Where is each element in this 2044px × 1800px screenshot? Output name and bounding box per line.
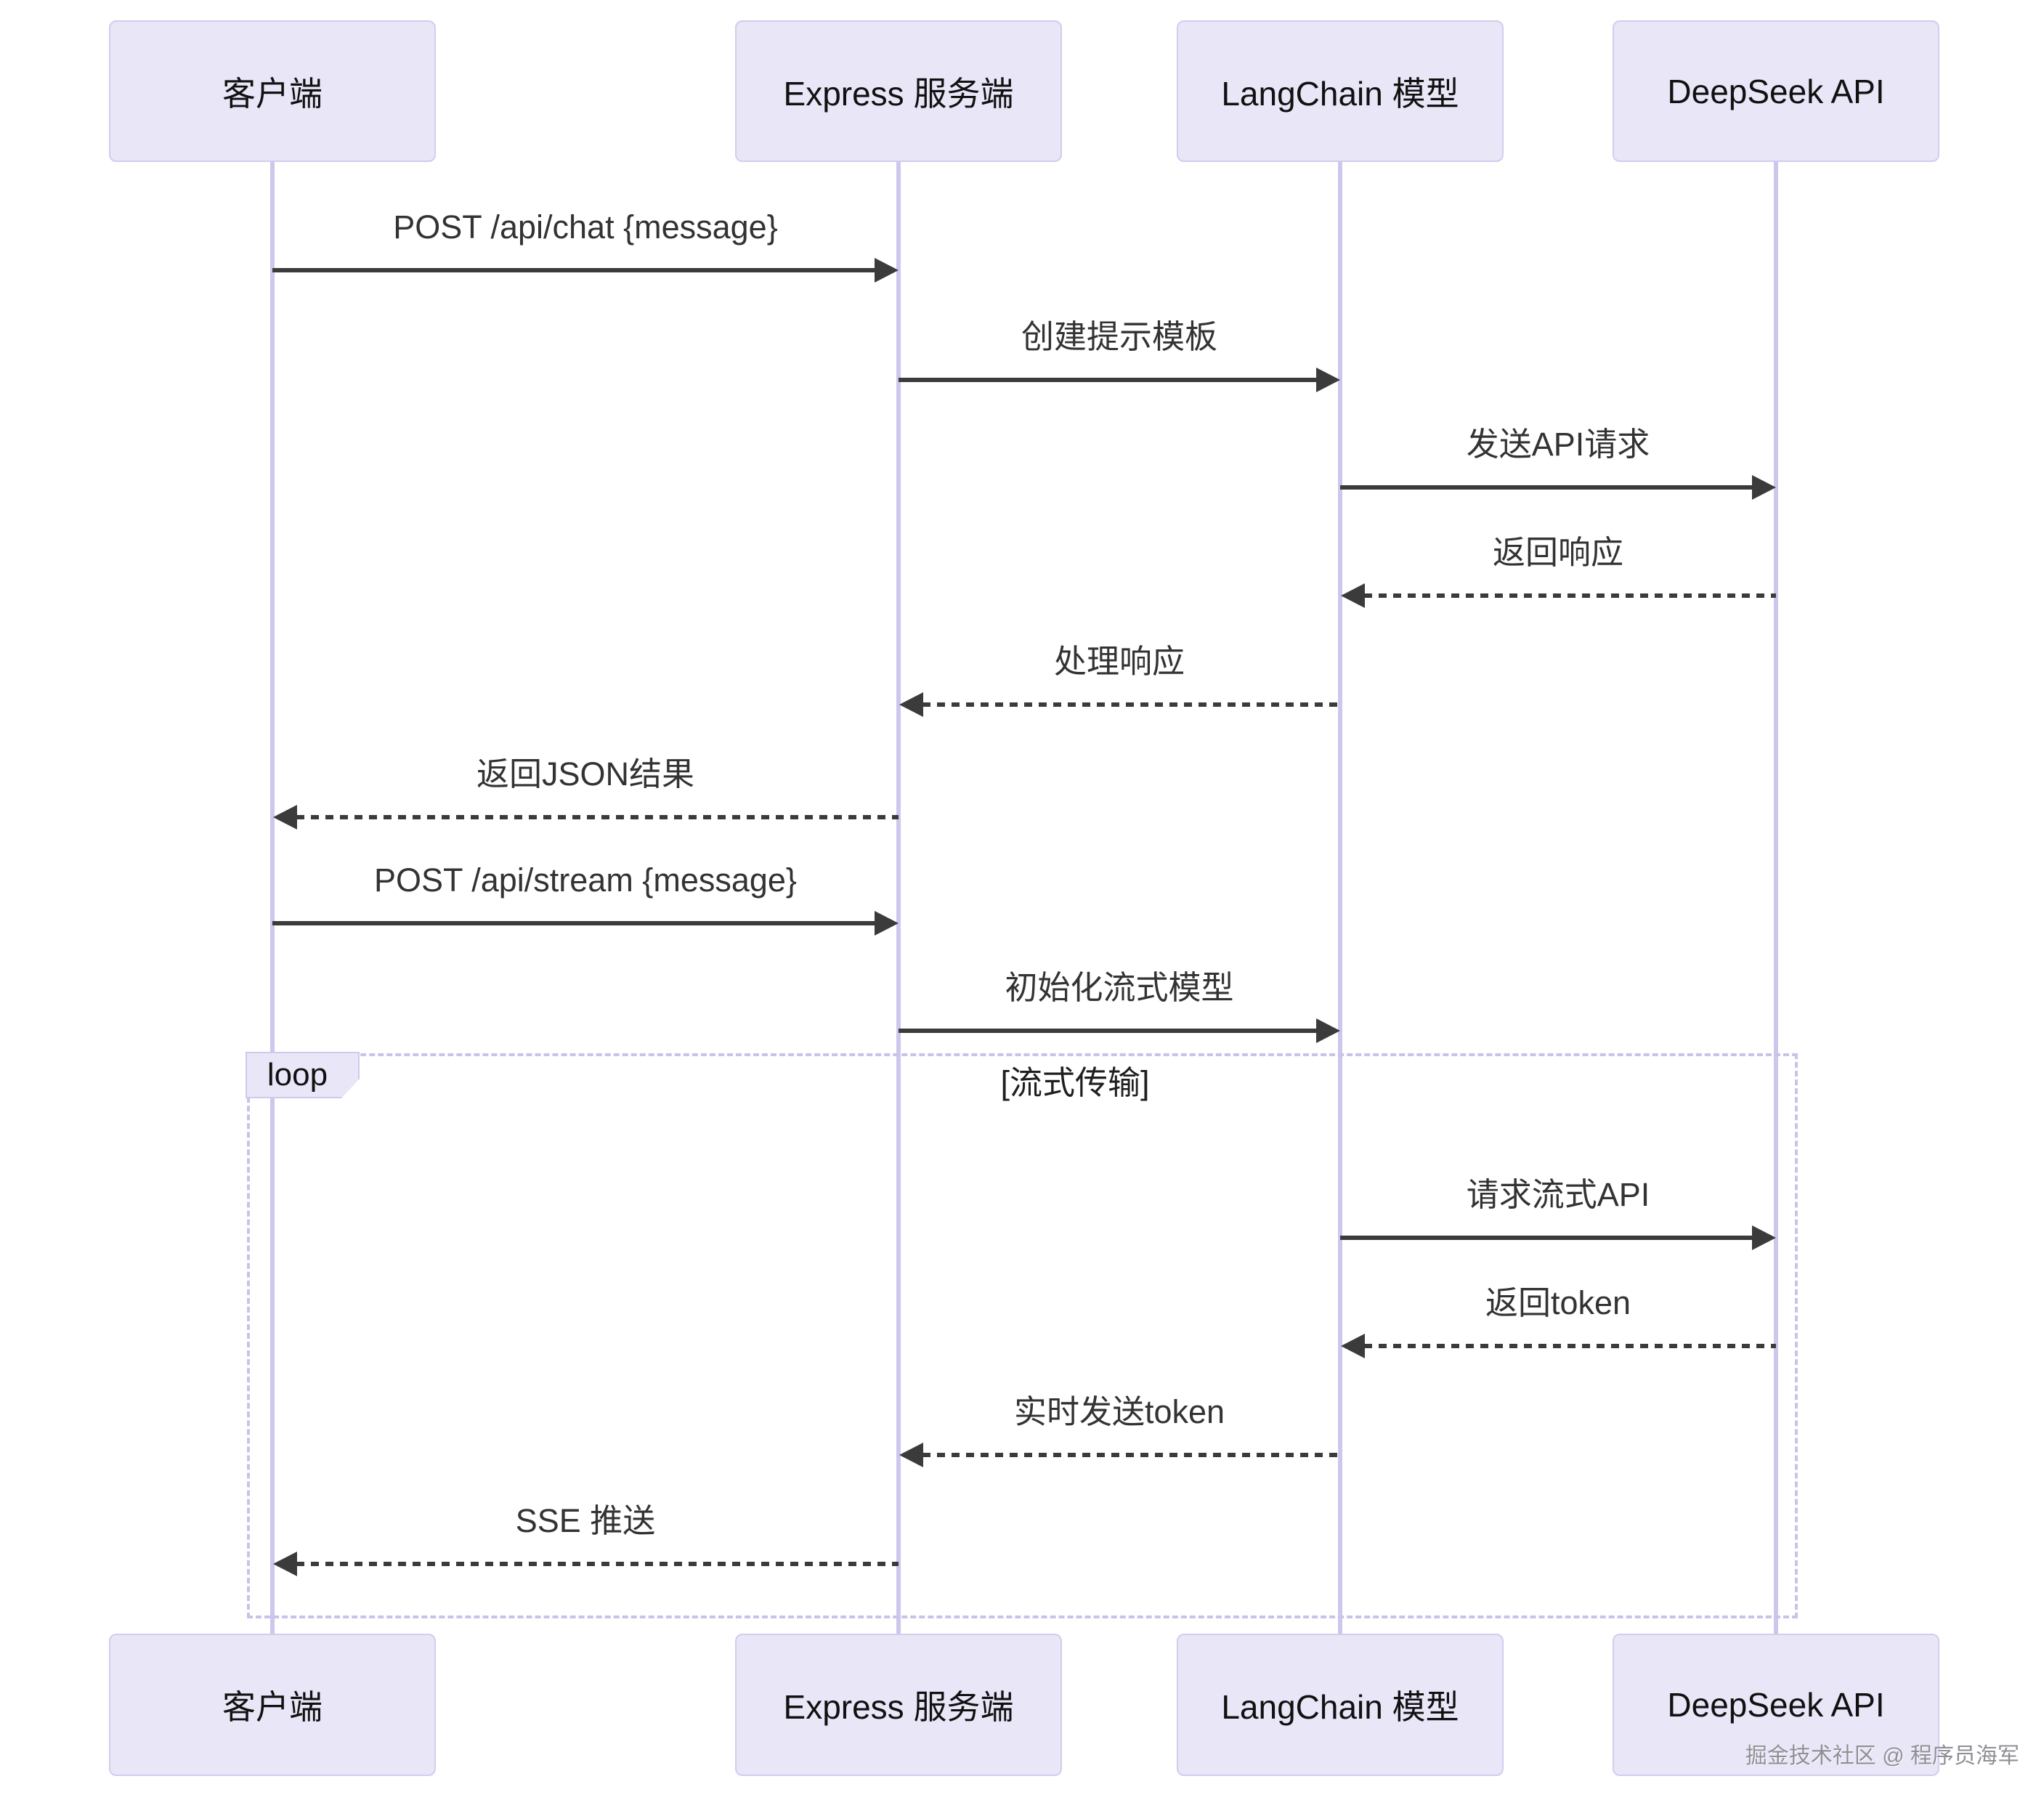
lifeline-client bbox=[270, 160, 275, 1636]
message-line-dashed bbox=[296, 815, 899, 819]
message-line-dashed bbox=[1364, 593, 1776, 598]
message-label: 初始化流式模型 bbox=[1005, 969, 1234, 1006]
arrowhead-right-icon bbox=[1316, 368, 1340, 392]
actor-label: LangChain 模型 bbox=[1221, 1688, 1459, 1726]
message-line-dashed bbox=[922, 1453, 1340, 1457]
lifeline-langchain bbox=[1338, 160, 1342, 1636]
arrowhead-left-icon bbox=[1341, 1334, 1365, 1358]
message-label: 处理响应 bbox=[1053, 643, 1185, 680]
actor-label: 客户端 bbox=[222, 1688, 323, 1726]
actor-label: Express 服务端 bbox=[783, 74, 1014, 113]
message-label: 创建提示模板 bbox=[1021, 318, 1217, 355]
loop-label-tag: loop bbox=[246, 1052, 360, 1098]
loop-condition: [流式传输] bbox=[1000, 1064, 1150, 1101]
actor-deepseek-top: DeepSeek API bbox=[1613, 20, 1939, 162]
message-label: SSE 推送 bbox=[515, 1502, 656, 1539]
message-label: 请求流式API bbox=[1466, 1176, 1650, 1213]
lifeline-express bbox=[896, 160, 901, 1636]
message-line-solid bbox=[272, 268, 877, 272]
actor-label: Express 服务端 bbox=[783, 1688, 1014, 1726]
message-label: POST /api/chat {message} bbox=[393, 208, 778, 246]
arrowhead-left-icon bbox=[273, 805, 297, 830]
message-line-solid bbox=[1340, 485, 1754, 490]
arrowhead-right-icon bbox=[875, 911, 899, 936]
message-line-solid bbox=[272, 921, 877, 925]
actor-client-top: 客户端 bbox=[109, 20, 436, 162]
actor-label: DeepSeek API bbox=[1667, 72, 1885, 110]
message-line-dashed bbox=[1364, 1344, 1776, 1348]
message-label: 发送API请求 bbox=[1466, 426, 1650, 463]
actor-langchain-bottom: LangChain 模型 bbox=[1177, 1634, 1504, 1776]
message-label: POST /api/stream {message} bbox=[374, 862, 797, 899]
arrowhead-left-icon bbox=[1341, 583, 1365, 608]
message-line-dashed bbox=[922, 702, 1340, 707]
arrowhead-right-icon bbox=[875, 258, 899, 283]
message-line-solid bbox=[1340, 1236, 1754, 1240]
message-label: 返回token bbox=[1485, 1284, 1631, 1321]
loop-frame bbox=[247, 1053, 1798, 1618]
arrowhead-left-icon bbox=[899, 692, 923, 717]
arrowhead-right-icon bbox=[1316, 1018, 1340, 1043]
arrowhead-right-icon bbox=[1752, 475, 1776, 500]
actor-label: DeepSeek API bbox=[1667, 1686, 1885, 1724]
arrowhead-left-icon bbox=[899, 1443, 923, 1467]
message-line-dashed bbox=[296, 1562, 899, 1566]
actor-express-top: Express 服务端 bbox=[735, 20, 1062, 162]
message-line-solid bbox=[899, 1029, 1318, 1033]
arrowhead-right-icon bbox=[1752, 1225, 1776, 1250]
actor-label: LangChain 模型 bbox=[1221, 74, 1459, 113]
actor-label: 客户端 bbox=[222, 74, 323, 113]
message-line-solid bbox=[899, 378, 1318, 382]
watermark: 掘金技术社区 @ 程序员海军 bbox=[1745, 1744, 2019, 1768]
message-label: 实时发送token bbox=[1013, 1393, 1225, 1430]
actor-express-bottom: Express 服务端 bbox=[735, 1634, 1062, 1776]
lifeline-deepseek bbox=[1774, 160, 1778, 1636]
actor-deepseek-bottom: DeepSeek API bbox=[1613, 1634, 1939, 1776]
message-label: 返回JSON结果 bbox=[476, 755, 694, 792]
actor-langchain-top: LangChain 模型 bbox=[1177, 20, 1504, 162]
actor-client-bottom: 客户端 bbox=[109, 1634, 436, 1776]
message-label: 返回响应 bbox=[1492, 534, 1623, 571]
arrowhead-left-icon bbox=[273, 1552, 297, 1576]
loop-label: loop bbox=[267, 1057, 328, 1092]
